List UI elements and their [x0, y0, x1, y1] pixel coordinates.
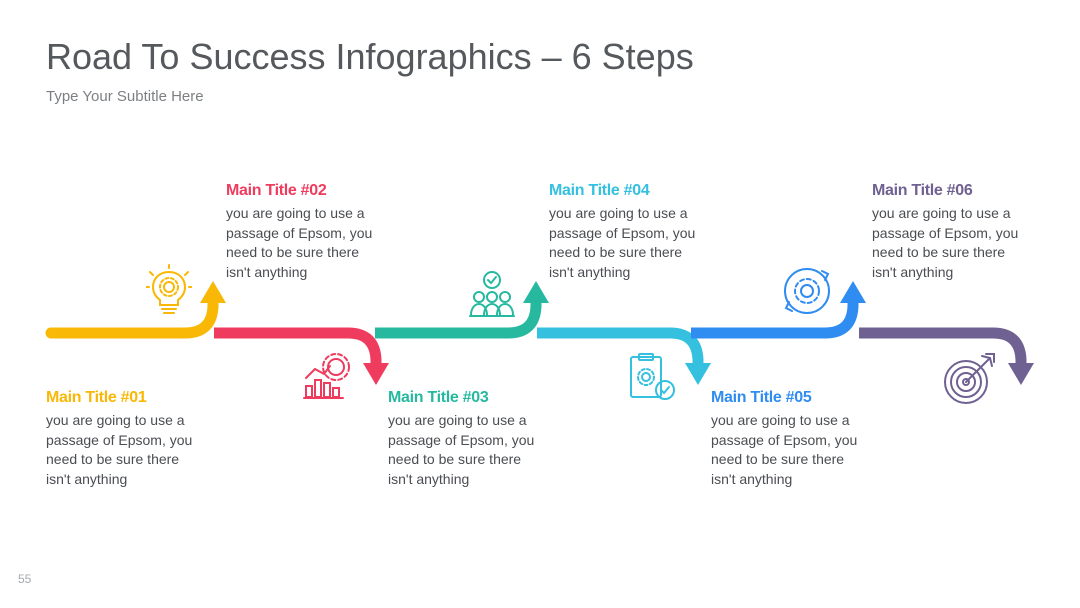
page-subtitle: Type Your Subtitle Here [46, 88, 204, 105]
step-6: Main Title #06 you are going to use a pa… [872, 182, 1032, 282]
road-segment-1 [45, 294, 219, 339]
step-1: Main Title #01 you are going to use a pa… [46, 389, 206, 489]
target-dart-icon [944, 353, 995, 404]
arrowhead-5 [840, 281, 866, 303]
step-3-description: you are going to use a passage of Epsom,… [388, 412, 535, 487]
arrowhead-2 [363, 363, 389, 385]
step-1-description: you are going to use a passage of Epsom,… [46, 412, 193, 487]
lightbulb-gear-icon [146, 264, 192, 314]
step-5-title: Main Title #05 [711, 389, 812, 406]
step-4-description: you are going to use a passage of Epsom,… [549, 205, 696, 280]
chart-gear-icon [303, 353, 350, 399]
arrowhead-1 [200, 281, 226, 303]
step-2: Main Title #02 you are going to use a pa… [226, 182, 386, 282]
step-6-title: Main Title #06 [872, 182, 973, 199]
road-segment-6 [859, 327, 1027, 366]
step-2-title: Main Title #02 [226, 182, 327, 199]
step-6-description: you are going to use a passage of Epsom,… [872, 205, 1019, 280]
step-3-title: Main Title #03 [388, 389, 489, 406]
road-segment-5 [691, 300, 859, 339]
step-3: Main Title #03 you are going to use a pa… [388, 389, 548, 489]
arrowhead-4 [685, 363, 711, 385]
step-1-title: Main Title #01 [46, 389, 147, 406]
step-4: Main Title #04 you are going to use a pa… [549, 182, 709, 282]
page-title: Road To Success Infographics – 6 Steps [46, 36, 694, 77]
step-2-description: you are going to use a passage of Epsom,… [226, 205, 373, 280]
road-segment-4 [537, 327, 704, 366]
slide-number: 55 [18, 572, 32, 586]
arrowhead-6 [1008, 363, 1034, 385]
team-check-icon [469, 271, 515, 317]
step-5: Main Title #05 you are going to use a pa… [711, 389, 871, 489]
road-segment-2 [214, 327, 382, 366]
clipboard-gear-icon [630, 353, 675, 400]
arrowhead-3 [523, 281, 549, 303]
road-segment-3 [375, 300, 542, 339]
step-5-description: you are going to use a passage of Epsom,… [711, 412, 858, 487]
target-gear-icon [784, 268, 830, 314]
step-4-title: Main Title #04 [549, 182, 650, 199]
